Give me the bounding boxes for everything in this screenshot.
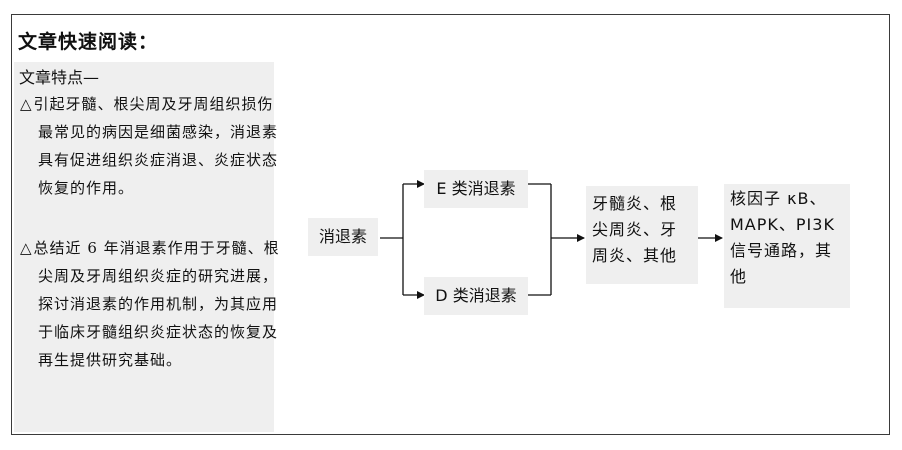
connector-source-split [380,184,404,295]
feature-point-1-text: 引起牙髓、根尖周及牙周组织损伤最常见的病因是细菌感染，消退素具有促进组织炎症消退… [33,95,279,197]
triangle-bullet-icon: △ [20,239,33,257]
connector-merge [528,183,570,296]
triangle-bullet-icon: △ [20,95,33,113]
feature-point-2-text: 总结近 6 年消退素作用于牙髓、根尖周及牙周组织炎症的研究进展，探讨消退素的作用… [33,239,280,369]
features-panel: 文章特点— △引起牙髓、根尖周及牙周组织损伤最常见的病因是细菌感染，消退素具有促… [14,62,279,432]
node-pathways: 核因子 κB、MAPK、PI3K 信号通路，其他 [724,184,850,308]
feature-point-1: △引起牙髓、根尖周及牙周组织损伤最常见的病因是细菌感染，消退素具有促进组织炎症消… [20,90,288,202]
node-diseases: 牙髓炎、根尖周炎、牙周炎、其他 [586,186,698,284]
features-heading: 文章特点— [19,68,100,87]
feature-point-2: △总结近 6 年消退素作用于牙髓、根尖周及牙周组织炎症的研究进展，探讨消退素的作… [20,234,288,374]
page-title: 文章快速阅读： [18,31,159,53]
node-resolvin: 消退素 [308,218,378,256]
node-d-series: D 类消退素 [424,277,528,315]
node-e-series: E 类消退素 [424,170,528,208]
